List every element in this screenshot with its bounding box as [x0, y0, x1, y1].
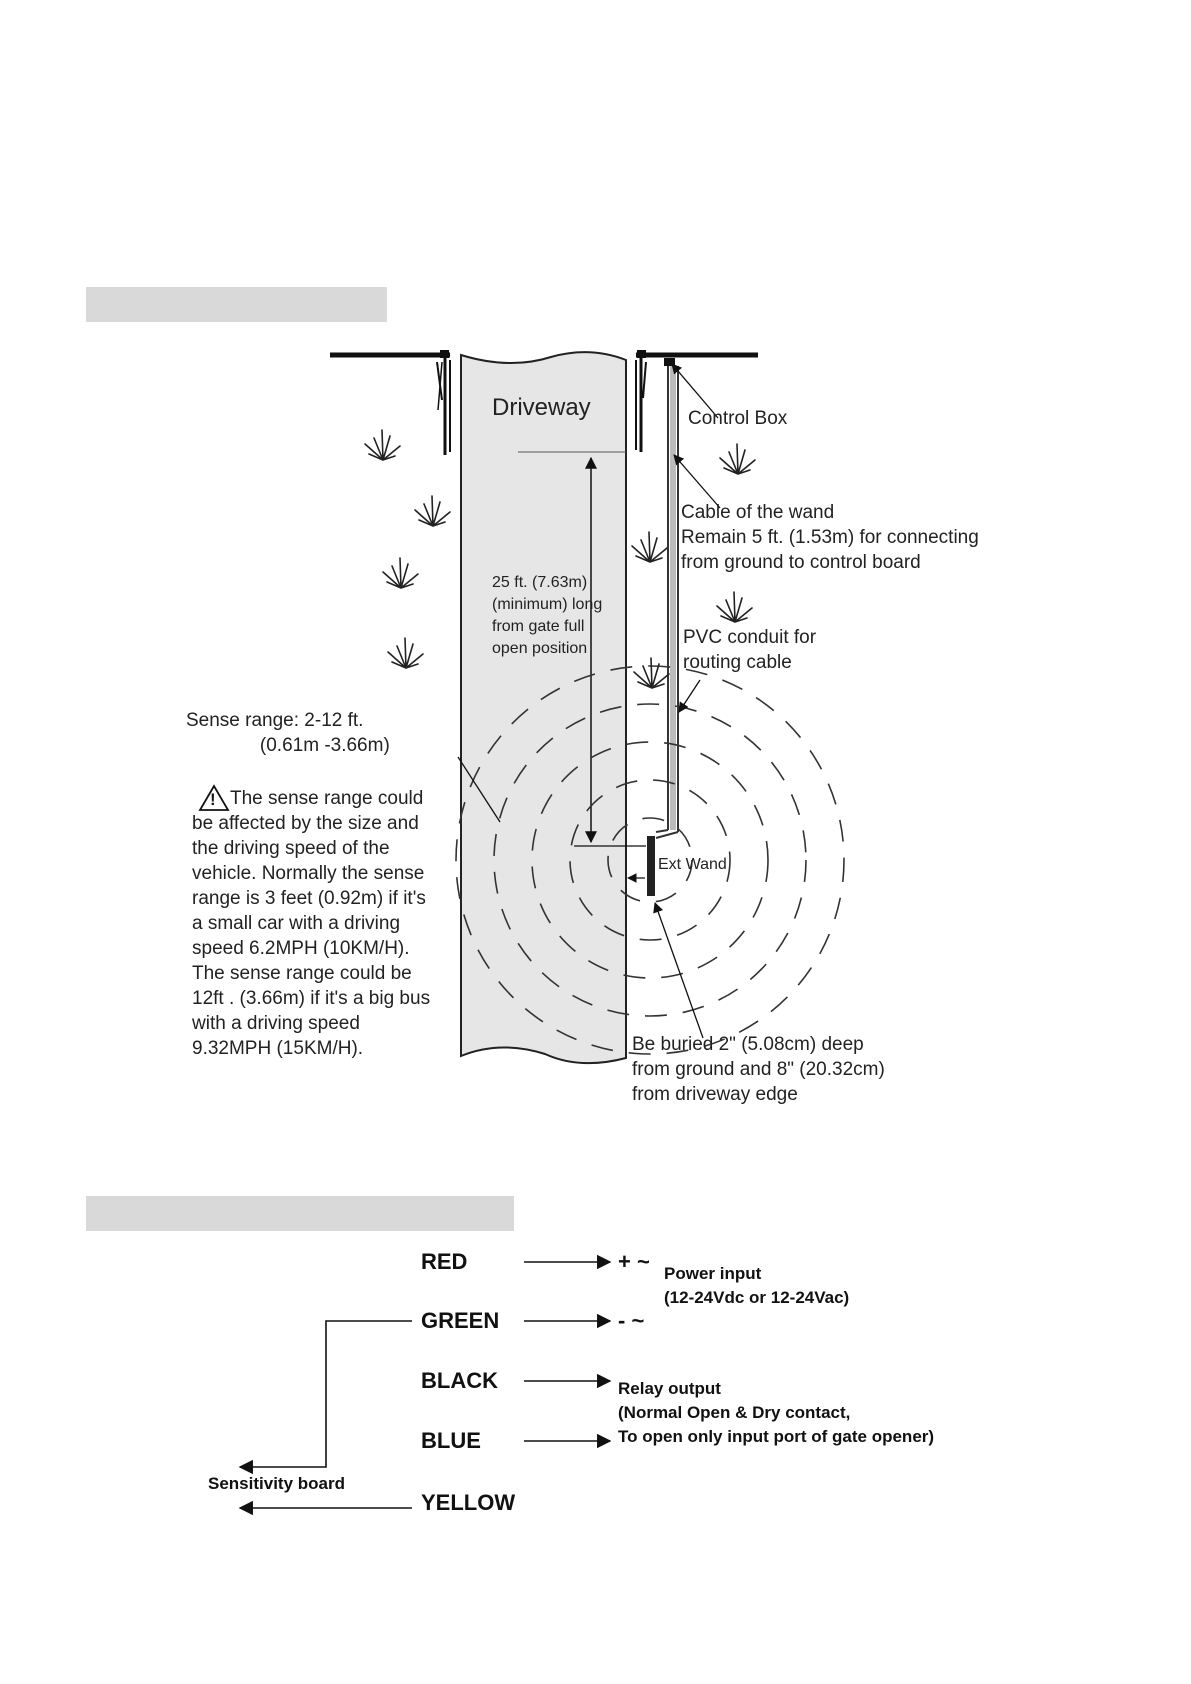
green-terminal: - ~	[618, 1308, 645, 1333]
driveway-strip	[460, 351, 627, 1065]
control-box	[664, 358, 675, 366]
section-header-bar-1	[86, 287, 387, 322]
wire-green: GREEN	[421, 1308, 500, 1333]
section-header-bar-2	[86, 1196, 514, 1231]
cable-label: Cable of the wand Remain 5 ft. (1.53m) f…	[681, 502, 979, 573]
wand-label: Ext Wand	[658, 856, 727, 873]
buried-label: Be buried 2" (5.08cm) deep from ground a…	[632, 1034, 885, 1105]
conduit-label: PVC conduit for routing cable	[683, 627, 817, 673]
sense-range-label: Sense range: 2-12 ft. (0.61m -3.66m)	[186, 710, 390, 756]
red-terminal: + ~	[618, 1249, 650, 1274]
conduit-leader	[678, 679, 701, 713]
wire-red: RED	[421, 1249, 468, 1274]
warning-body: be affected by the size and the driving …	[192, 813, 431, 1059]
wire-black: BLACK	[421, 1368, 498, 1393]
control-box-leader	[671, 363, 719, 419]
grass-tufts	[364, 429, 756, 689]
relay-output-label: Relay output (Normal Open & Dry contact,…	[618, 1379, 935, 1446]
ext-wand	[647, 836, 655, 896]
power-input-label: Power input (12-24Vdc or 12-24Vac)	[664, 1264, 850, 1307]
warning-symbol: !	[210, 790, 216, 809]
sense-range-leader	[457, 756, 501, 823]
distance-label: 25 ft. (7.63m) (minimum) long from gate …	[492, 574, 603, 657]
control-box-label: Control Box	[688, 408, 788, 429]
warning-triangle	[198, 784, 230, 811]
pvc-conduit	[655, 366, 679, 839]
wire-yellow: YELLOW	[421, 1490, 516, 1515]
sense-range-circles	[455, 665, 845, 1055]
sensitivity-board-label: Sensitivity board	[208, 1474, 345, 1493]
gate-post-right	[635, 350, 647, 452]
driveway-label: Driveway	[492, 394, 591, 421]
gate-post-left	[436, 350, 451, 455]
warning-first-line: The sense range could	[230, 788, 424, 809]
wiring-arrows	[238, 1254, 612, 1516]
cable-leader	[673, 454, 721, 509]
wire-blue: BLUE	[421, 1428, 481, 1453]
buried-leader	[653, 902, 704, 1039]
